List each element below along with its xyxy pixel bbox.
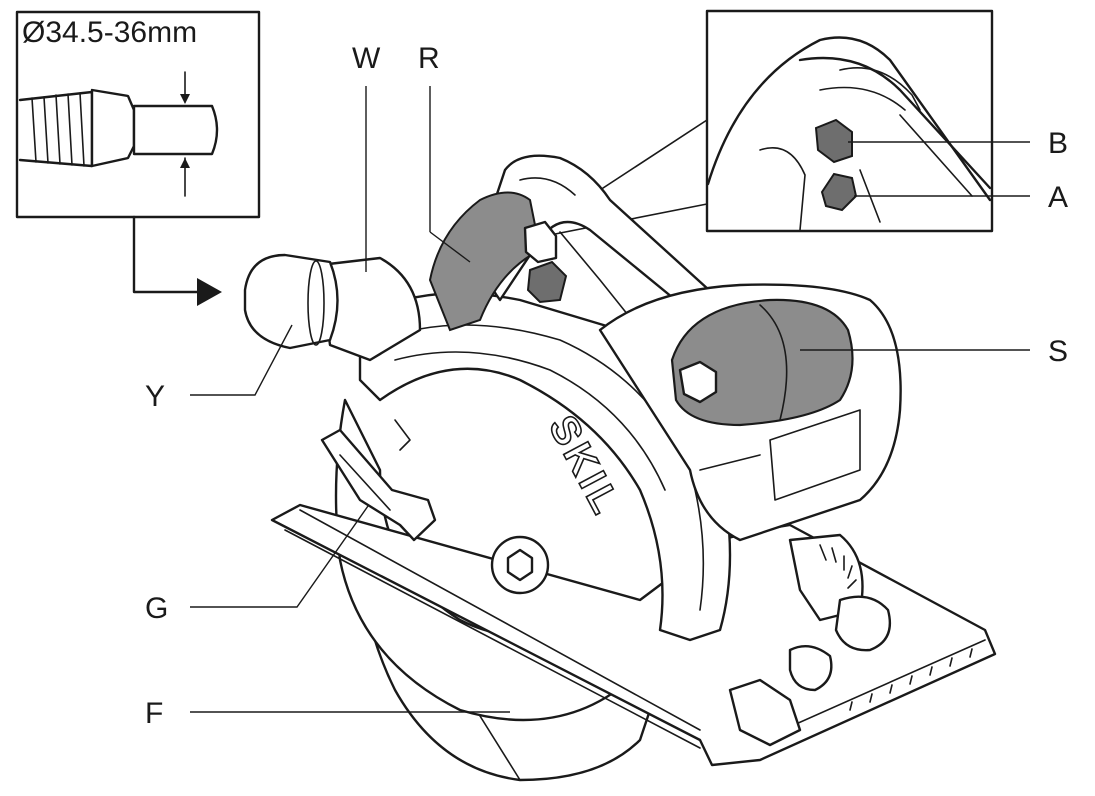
hose-inset: Ø34.5-36mm	[15, 10, 261, 306]
dust-outlet-W	[318, 256, 422, 362]
label-B: B	[1048, 127, 1068, 160]
label-A: A	[1048, 181, 1068, 214]
switch-handle-closeup	[706, 36, 992, 231]
hose-illustration	[18, 71, 219, 197]
label-R: R	[418, 42, 440, 75]
saw-illustration: SKIL	[243, 154, 997, 782]
dust-adapter-Y	[243, 253, 339, 350]
label-F: F	[145, 697, 163, 730]
label-G: G	[145, 592, 168, 625]
switch-detail-inset	[705, 9, 994, 233]
lock-off-button-B	[814, 118, 853, 164]
inset-connector-line	[132, 215, 200, 294]
label-Y: Y	[145, 380, 165, 413]
switch-inset-frame	[705, 9, 994, 233]
label-S: S	[1048, 335, 1068, 368]
hose-inset-frame	[15, 10, 261, 219]
bevel-lock-knob	[834, 595, 892, 652]
front-grip-R	[428, 191, 542, 332]
auxiliary-handle-S	[670, 298, 854, 427]
blade-arbor-bolt	[490, 535, 550, 595]
on-off-switch-A	[820, 172, 858, 212]
label-W: W	[352, 42, 381, 75]
callouts: W R B A S Y G F	[145, 42, 1068, 730]
hose-diameter-label: Ø34.5-36mm	[22, 16, 197, 49]
depth-lever-G	[320, 428, 437, 542]
inset-connector-arrowhead	[197, 278, 222, 306]
